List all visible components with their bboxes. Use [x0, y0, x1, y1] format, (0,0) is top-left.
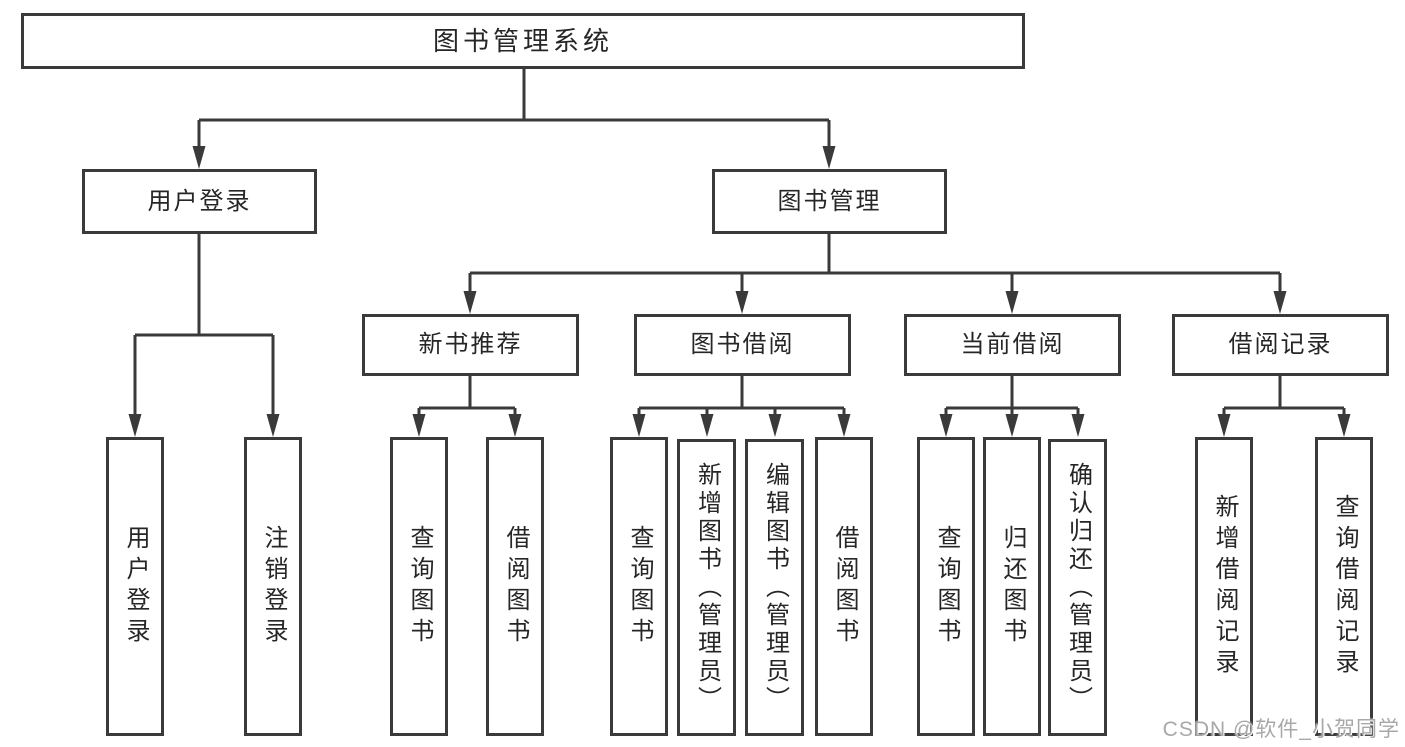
borrow-edit-book-box: 编辑图书（管理员） — [745, 439, 804, 736]
recommend-borrow-book-label: 借阅图书 — [502, 524, 529, 649]
borrow-record-box: 借阅记录 — [1172, 314, 1389, 376]
user-login-box: 用户登录 — [82, 169, 317, 234]
new-book-recommend-box: 新书推荐 — [362, 314, 579, 376]
borrow-query-book-box: 查询图书 — [610, 437, 668, 736]
current-query-book-label: 查询图书 — [933, 524, 960, 649]
borrow-edit-book-label: 编辑图书（管理员） — [761, 461, 789, 714]
current-confirm-return-box: 确认归还（管理员） — [1048, 439, 1107, 736]
record-add-box: 新增借阅记录 — [1195, 437, 1253, 736]
record-query-box: 查询借阅记录 — [1315, 437, 1373, 736]
book-borrow-label: 图书借阅 — [690, 331, 795, 358]
current-return-book-box: 归还图书 — [983, 437, 1041, 736]
current-query-book-box: 查询图书 — [917, 437, 975, 736]
recommend-query-book-box: 查询图书 — [390, 437, 448, 736]
borrow-borrow-book-label: 借阅图书 — [831, 524, 858, 649]
arrowhead-icon — [128, 146, 1351, 437]
user-login-label: 用户登录 — [147, 187, 252, 215]
book-mgmt-box: 图书管理 — [712, 169, 947, 234]
recommend-query-book-label: 查询图书 — [406, 524, 433, 649]
root-label: 图书管理系统 — [432, 26, 613, 56]
login-op-label: 用户登录 — [122, 524, 149, 649]
borrow-query-book-label: 查询图书 — [626, 524, 653, 649]
current-borrow-label: 当前借阅 — [960, 331, 1065, 358]
record-add-label: 新增借阅记录 — [1211, 493, 1238, 680]
borrow-borrow-book-box: 借阅图书 — [815, 437, 873, 736]
recommend-borrow-book-box: 借阅图书 — [486, 437, 544, 736]
logout-op-label: 注销登录 — [260, 524, 287, 649]
borrow-record-label: 借阅记录 — [1228, 331, 1333, 358]
current-return-book-label: 归还图书 — [999, 524, 1026, 649]
new-book-recommend-label: 新书推荐 — [418, 331, 523, 358]
book-borrow-box: 图书借阅 — [634, 314, 851, 376]
borrow-add-book-label: 新增图书（管理员） — [693, 461, 721, 714]
logout-op-box: 注销登录 — [244, 437, 302, 736]
root-box: 图书管理系统 — [21, 13, 1025, 69]
current-confirm-return-label: 确认归还（管理员） — [1064, 461, 1092, 714]
borrow-add-book-box: 新增图书（管理员） — [677, 439, 736, 736]
book-mgmt-label: 图书管理 — [777, 187, 882, 215]
current-borrow-box: 当前借阅 — [904, 314, 1121, 376]
record-query-label: 查询借阅记录 — [1331, 493, 1358, 680]
login-op-box: 用户登录 — [106, 437, 164, 736]
